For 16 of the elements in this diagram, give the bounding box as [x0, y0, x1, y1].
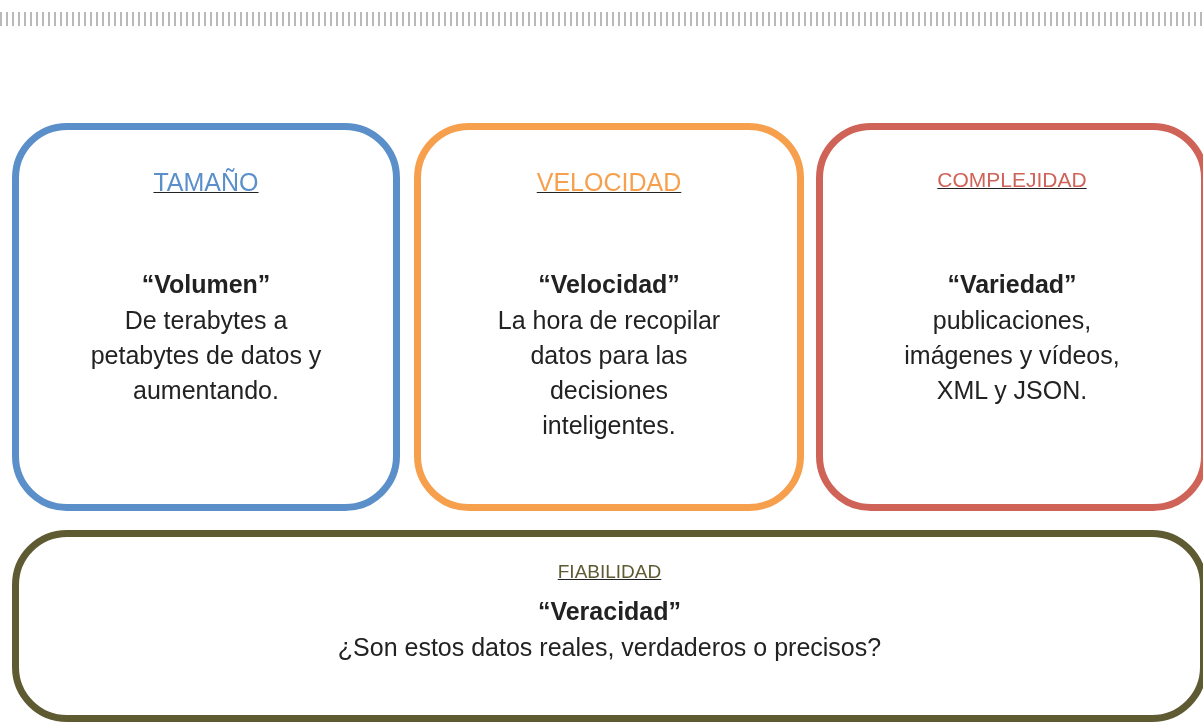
category-heading: VELOCIDAD	[536, 168, 682, 196]
category-heading: TAMAÑO	[153, 168, 259, 196]
category-heading: COMPLEJIDAD	[937, 168, 1087, 191]
rounded-card	[816, 123, 1203, 511]
category-heading: FIABILIDAD	[557, 561, 662, 582]
term-title: “Veracidad”	[537, 597, 682, 626]
term-title: “Variedad”	[947, 270, 1077, 299]
rounded-card	[12, 530, 1203, 722]
rounded-card	[12, 123, 400, 511]
description-text: ¿Son estos datos reales, verdaderos o precisos?	[337, 632, 882, 663]
description-text: La hora de recopilar datos para las decisiones inteligentes.	[496, 305, 722, 441]
term-title: “Volumen”	[141, 270, 271, 299]
term-title: “Velocidad”	[538, 270, 680, 299]
description-text: De terabytes a petabytes de datos y aumentando.	[89, 305, 323, 406]
description-text: publicaciones, imágenes y vídeos, XML y JSON.	[903, 305, 1121, 406]
rounded-card	[414, 123, 804, 511]
